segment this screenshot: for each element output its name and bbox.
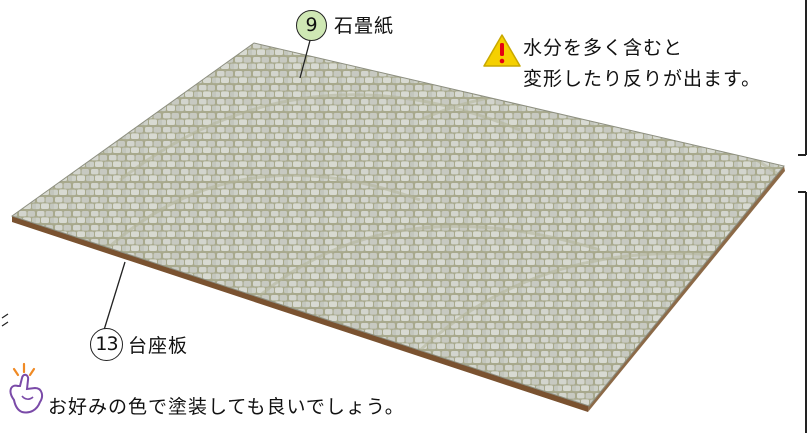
part-9-name: 石畳紙 [334, 15, 395, 37]
tip-text: お好みの色で塗装しても良いでしょう。 [48, 396, 405, 418]
warning-triangle-icon [483, 34, 521, 67]
part-13-name: 台座板 [128, 335, 189, 357]
warning-line-2: 変形したり反りが出ます。 [523, 68, 762, 90]
base-board-edge [12, 216, 589, 412]
pointing-hand-icon [9, 362, 44, 414]
part-13-number: 13 [90, 328, 123, 361]
part13-leader [103, 261, 126, 331]
part-9-number: 9 [296, 10, 327, 41]
base-board-side [588, 166, 785, 412]
warning-line-1: 水分を多く含むと [523, 37, 684, 59]
cobblestone-paper [12, 43, 784, 406]
